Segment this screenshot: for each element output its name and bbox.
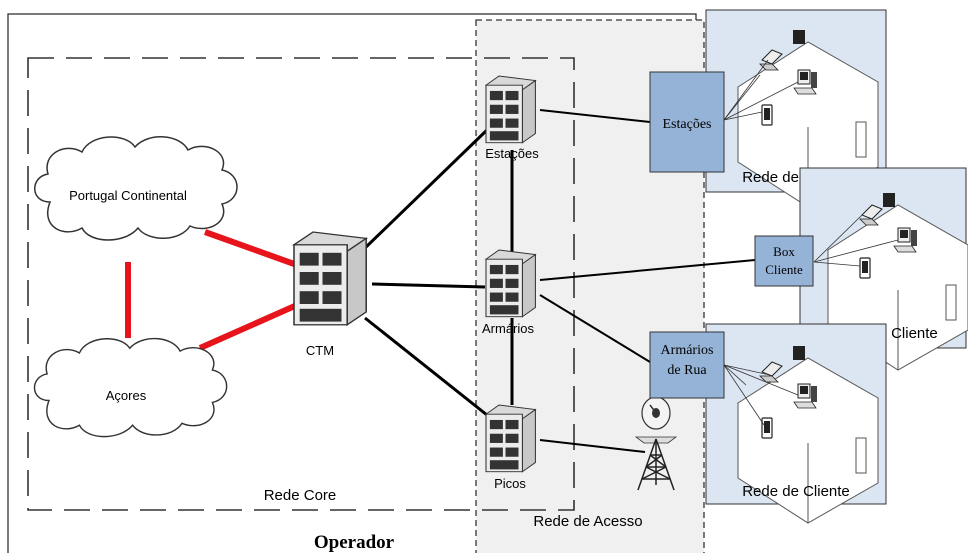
link-ctm-picos	[364, 316, 488, 417]
box-cliente: Box Cliente	[754, 235, 814, 287]
link-armarios-boxcliente	[539, 259, 756, 281]
picos-building-icon	[485, 404, 537, 473]
link-estacoes-box	[539, 109, 651, 123]
ctm-label: CTM	[306, 343, 334, 358]
estacoes-box-label: Estações	[663, 117, 712, 132]
link-acores-ctm	[198, 302, 299, 351]
phone-icon	[761, 104, 773, 126]
estacoes-building-icon	[485, 75, 537, 144]
phone-icon	[859, 257, 871, 279]
link-ctm-armarios	[371, 282, 486, 289]
estacoes-node-label: Estações	[485, 146, 539, 161]
estacoes-access-box: Estações	[649, 71, 725, 173]
link-continental-ctm	[203, 229, 299, 268]
link-ctm-estacoes	[363, 128, 489, 250]
armarios-rua-box: Armários de Rua	[649, 331, 725, 399]
client-panel-2: Rede de Cliente	[799, 167, 968, 371]
box-cliente-line2: Cliente	[765, 262, 803, 277]
armarios-rua-line1: Armários	[661, 343, 714, 358]
link-picos-antenna	[539, 439, 646, 453]
operator-label: Operador	[314, 532, 395, 553]
picos-node-label: Picos	[494, 476, 526, 491]
client-panel-3: Rede de Cliente	[705, 323, 887, 524]
cloud-label-continental: Portugal Continental	[69, 188, 187, 203]
armarios-node-label: Armários	[482, 321, 535, 336]
client-label-3: Rede de Cliente	[742, 483, 850, 500]
core-network-boundary	[27, 57, 575, 511]
access-network-label: Rede de Acesso	[533, 513, 642, 530]
box-cliente-line1: Box	[773, 244, 795, 259]
ctm-building-icon	[293, 231, 368, 326]
house-links	[723, 59, 899, 426]
antenna-tower-icon	[634, 396, 678, 491]
core-network-label: Rede Core	[264, 487, 337, 504]
phone-icon	[761, 417, 773, 439]
armarios-rua-line2: de Rua	[667, 363, 707, 378]
link-armarios-rua	[539, 294, 651, 363]
armarios-building-icon	[485, 249, 537, 318]
cloud-label-acores: Açores	[106, 388, 147, 403]
